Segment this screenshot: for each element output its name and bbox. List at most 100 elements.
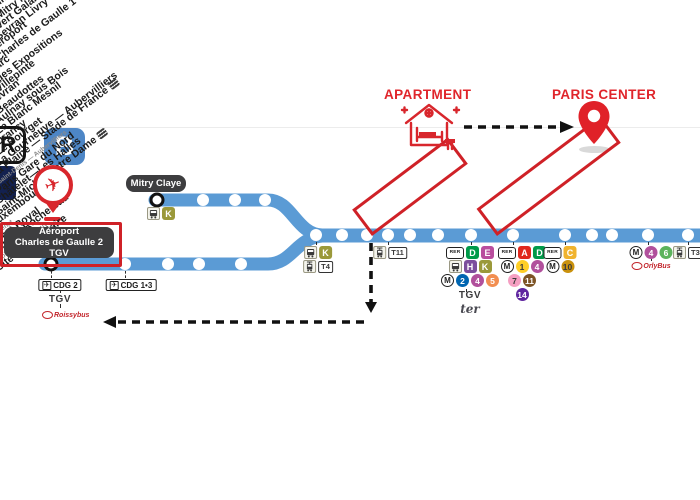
station-dot [229,194,241,206]
line-b-letter: B [54,131,75,161]
airport-pin-tail [45,202,61,213]
metro-line-4: 4 [530,260,544,273]
tick-mark [51,271,52,278]
connection-row: T4 [303,260,333,273]
metro-line-4: 4 [644,246,658,259]
station-dot [642,229,654,241]
tick-mark [466,289,467,292]
roissybus-logo: Roissybus [42,311,89,319]
gate-label-cdg2: ✈ CDG 2 [38,279,82,291]
plane-glyph: ✈ [42,280,52,290]
station-dot [193,258,205,270]
tram-icon [303,260,317,273]
rer-icon: RER [543,246,562,259]
station-dot [559,229,571,241]
metro-icon: M [629,246,643,259]
line-badge-K: K [478,260,492,273]
transilien-logo-partial [0,166,16,200]
connections-le-bourget: T11 [373,246,407,259]
connection-row: OrlyBus [631,260,671,270]
cdg13-gate-text: CDG 1•3 [120,280,153,290]
rer-icon: RER [446,246,464,259]
tram-line-T11: T11 [388,246,407,259]
station-dot [197,194,209,206]
station-dot [336,229,348,241]
metro-line-6: 6 [659,246,673,259]
rer-logo-partial: R [0,126,26,164]
cdg2-gate-text: CDG 2 [53,280,78,290]
ter-logo: ter [460,302,480,316]
gate-label-cdg13: ✈ CDG 1•3 [105,279,157,291]
station-dot [465,229,477,241]
divider-line [0,127,700,128]
apartment-house-icon [398,101,464,156]
tick-mark [60,304,61,308]
tick-mark [388,242,389,245]
metro-line-2: 2 [456,274,469,287]
line-badge-D: D [533,246,546,259]
metro-icon: M [500,260,514,273]
tick-mark [316,242,317,245]
tick-mark [513,242,514,245]
connection-row: K [147,207,175,220]
line-badge-K: K [318,246,332,259]
tick-mark [688,242,689,245]
tick-mark [648,242,649,245]
bus-icon [147,207,160,220]
roissybus-text: Roissybus [54,311,90,319]
station-dot [586,229,598,241]
tick-mark [125,271,126,278]
airport-pin-icon: ✈ [33,165,73,205]
metro-line-4: 4 [471,274,484,287]
tram-icon [373,246,387,259]
station-dot [361,229,373,241]
rer-letter: R [0,132,16,157]
tick-mark [60,291,61,293]
connections-cit-universitaire: T3a [673,246,700,259]
bus-icon [448,260,462,273]
tgv-label: TGV [458,290,482,301]
tram-icon [673,246,687,259]
connection-row: K [303,246,332,259]
station-dot [235,258,247,270]
metro-line-7: 7 [508,274,521,287]
line-badge-H: H [463,260,477,273]
tick-mark [651,259,652,261]
line-b-badge: B [44,128,85,165]
station-dot [382,229,394,241]
paris-center-label: PARIS CENTER [552,87,657,102]
terminus-badge-cdg2-tgv: Aéroport Charles de Gaulle 2 TGV [4,226,114,259]
station-dot [162,258,174,270]
connection-row: TGV [459,288,481,301]
airport-pin-underline [44,217,61,221]
station-dot [432,229,444,241]
station-dot [682,229,694,241]
orlybus-logo: OrlyBus [631,262,671,270]
connections-mitry-claye: K [147,207,175,220]
connection-row: T11 [373,246,407,259]
mitry-claye-label: Mitry Claye [130,178,182,189]
cdg-badge-line1: Aéroport [38,226,80,237]
station-dot [310,229,322,241]
bus-icon [303,246,317,259]
line-badge-C: C [563,246,577,259]
line-badge-K: K [162,207,175,220]
connection-row: 14 [515,288,529,301]
terminus-dot [149,192,165,208]
station-dot [606,229,618,241]
station-dot [119,258,131,270]
